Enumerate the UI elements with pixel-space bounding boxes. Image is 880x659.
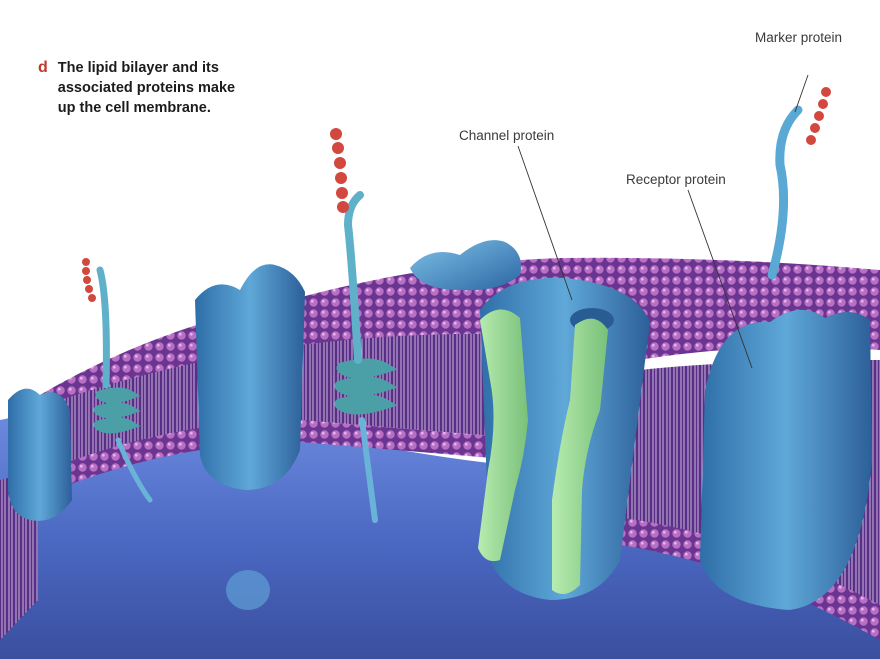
protein-left-edge [8, 389, 72, 521]
helix-protein-left [98, 392, 130, 429]
caption-text: The lipid bilayer and its associated pro… [58, 58, 235, 118]
vesicle [226, 570, 270, 610]
helix-protein-middle [340, 364, 384, 409]
receptor-protein [700, 310, 872, 610]
caption-letter: d [38, 58, 48, 118]
carbohydrate-chain-left [82, 258, 96, 302]
carbohydrate-chain-middle [330, 128, 349, 213]
label-marker-protein: Marker protein [755, 30, 842, 45]
marker-protein-stalk [772, 110, 798, 275]
leader-line-marker [795, 75, 808, 112]
carbohydrate-chain-marker [806, 87, 831, 145]
peripheral-protein [410, 240, 521, 290]
transmembrane-protein-tall [195, 264, 305, 490]
label-receptor-protein: Receptor protein [626, 172, 726, 187]
figure-caption: d The lipid bilayer and its associated p… [38, 58, 308, 118]
label-channel-protein: Channel protein [459, 128, 554, 143]
